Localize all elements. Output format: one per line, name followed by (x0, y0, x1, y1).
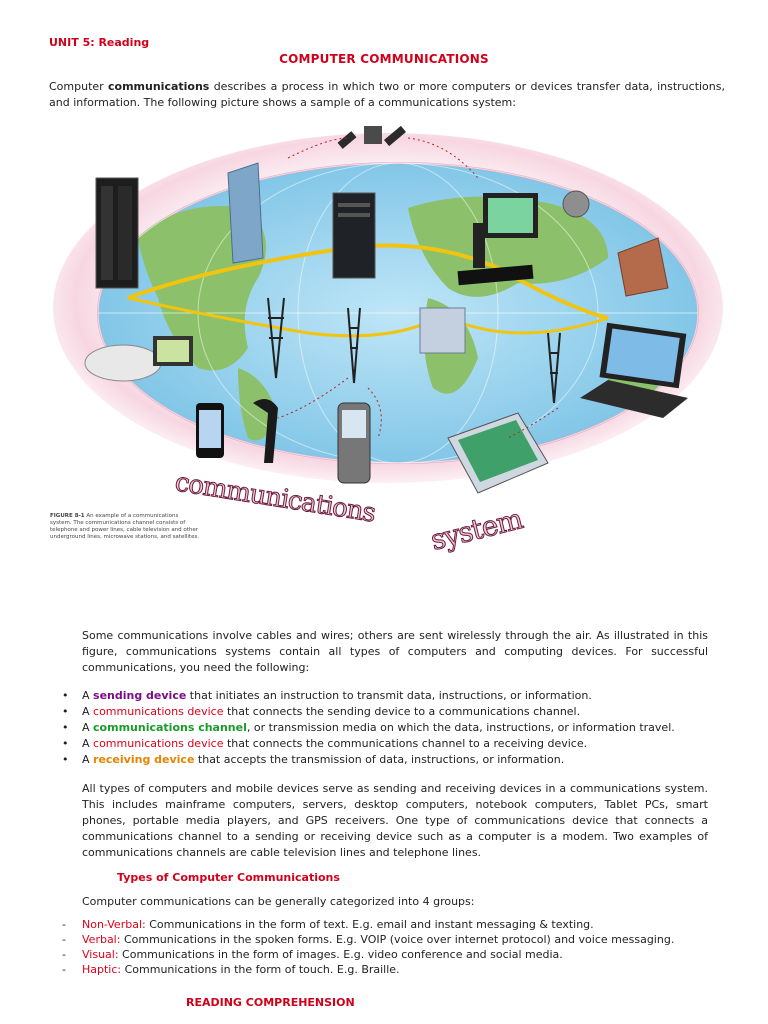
reading-comprehension-heading: READING COMPREHENSION (186, 996, 355, 1009)
list-item: •A receiving device that accepts the tra… (62, 753, 565, 766)
list-item: -Visual: Communications in the form of i… (62, 948, 563, 961)
list-item: •A communications device that connects t… (62, 705, 581, 718)
bluetooth-headset-icon (253, 399, 278, 463)
wireless-signal-lines (277, 137, 559, 439)
group-name: Visual: (82, 948, 119, 961)
satellite-icon (337, 125, 406, 149)
microwave-tower-icon (267, 297, 561, 404)
office-building-icon (617, 237, 669, 297)
list-item: •A communications device that connects t… (62, 737, 588, 750)
term-communications-channel: communications channel (93, 721, 247, 734)
satellite-dish-icon (562, 190, 590, 218)
term-communications-device: communications device (93, 705, 224, 718)
term-communications-device: communications device (93, 737, 224, 750)
list-item: -Haptic: Communications in the form of t… (62, 963, 400, 976)
types-intro-text: Computer communications can be generally… (82, 895, 475, 908)
group-name: Verbal: (82, 933, 121, 946)
data-center-icon (419, 307, 466, 354)
intro-bold-term: communications (108, 80, 210, 93)
server-icon (332, 192, 376, 279)
figure-caption: FIGURE 8-1 An example of a communication… (50, 513, 200, 540)
page-title: COMPUTER COMMUNICATIONS (279, 52, 489, 66)
list-item: -Non-Verbal: Communications in the form … (62, 918, 594, 931)
list-item: -Verbal: Communications in the spoken fo… (62, 933, 675, 946)
desktop-computer-icon (457, 193, 538, 286)
group-name: Non-Verbal: (82, 918, 146, 931)
car-icon (84, 344, 162, 382)
group-name: Haptic: (82, 963, 122, 976)
figure-illustration (48, 118, 724, 568)
term-receiving-device: receiving device (93, 753, 195, 766)
unit-label: UNIT 5: Reading (49, 36, 150, 49)
intro-paragraph: Computer communications describes a proc… (49, 80, 725, 109)
list-item: •A communications channel, or transmissi… (62, 721, 675, 734)
paragraph-communications-requirements: Some communications involve cables and w… (82, 629, 708, 674)
communication-groups-list: -Non-Verbal: Communications in the form … (62, 917, 722, 977)
list-item: •A sending device that initiates an inst… (62, 689, 592, 702)
requirements-list: •A sending device that initiates an inst… (62, 688, 722, 768)
paragraph-device-types: All types of computers and mobile device… (82, 782, 708, 859)
laptop-icon (580, 322, 688, 418)
communications-system-figure: FIGURE 8-1 An example of a communication… (48, 118, 724, 568)
section-heading-types: Types of Computer Communications (117, 871, 340, 884)
term-sending-device: sending device (93, 689, 187, 702)
skyscraper-icon (227, 162, 264, 264)
